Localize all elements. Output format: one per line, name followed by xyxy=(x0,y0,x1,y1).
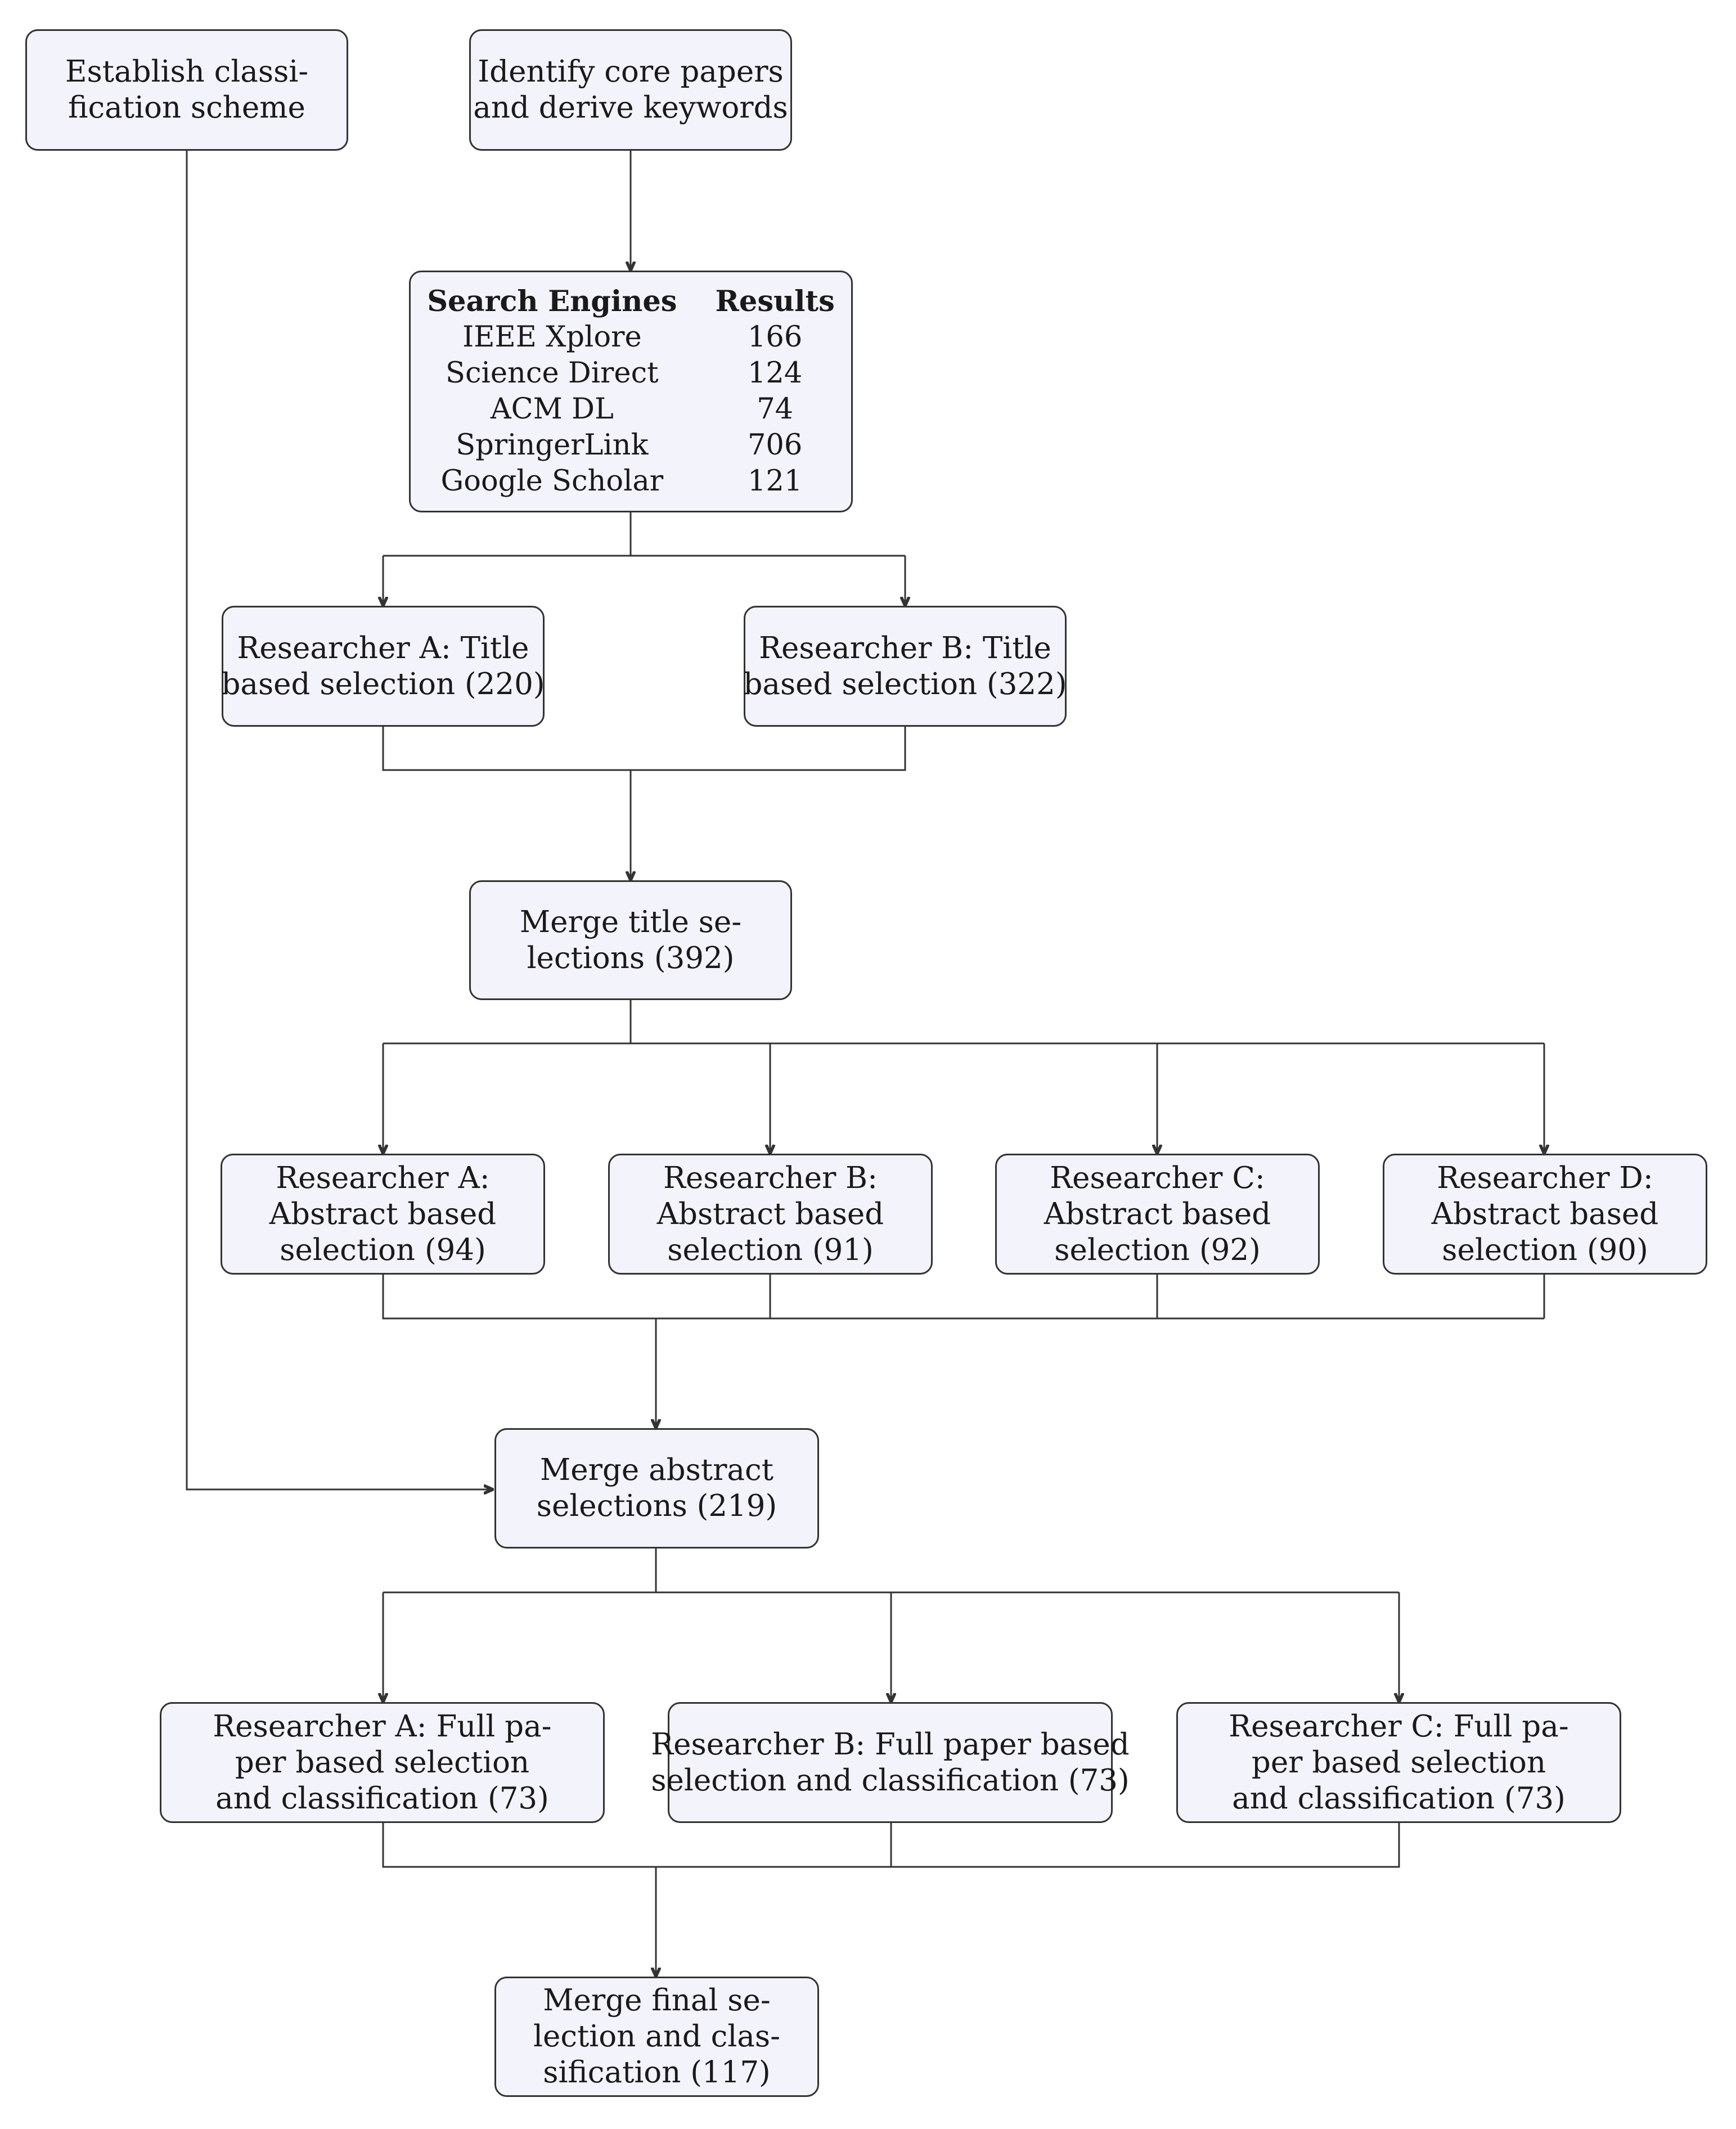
node-label-line: Merge abstract xyxy=(539,1453,774,1487)
node-label-line: Researcher C: Full pa- xyxy=(1229,1709,1569,1744)
node-label-line: per based selection xyxy=(1251,1745,1546,1780)
node-label-line: Merge final se- xyxy=(543,1983,771,2018)
node-label-line: per based selection xyxy=(235,1745,530,1780)
node-label-line: Researcher B: xyxy=(663,1160,878,1195)
node-full-paper-selection-a: Researcher A: Full pa-per based selectio… xyxy=(160,1702,605,1823)
edge-scheme-to-merge-abstract xyxy=(186,151,493,1489)
table-row: Science Direct 124 xyxy=(408,355,854,391)
node-label-line: fication scheme xyxy=(68,91,305,125)
node-label-line: and derive keywords xyxy=(473,91,788,125)
node-merge-final-selection: Merge final se-lection and clas-sificati… xyxy=(494,1977,819,2097)
table-row: Google Scholar 121 xyxy=(408,463,854,499)
search-engine-name: SpringerLink xyxy=(456,429,649,462)
node-label-line: Researcher D: xyxy=(1437,1160,1653,1195)
node-label-line: Researcher C: xyxy=(1050,1160,1265,1195)
node-label-line: Establish classi- xyxy=(65,55,309,89)
node-label-line: Abstract based xyxy=(656,1196,884,1231)
search-result-count: 166 xyxy=(747,321,803,354)
node-full-paper-selection-c: Researcher C: Full pa-per based selectio… xyxy=(1176,1702,1621,1823)
node-label-line: selection and classification (73) xyxy=(651,1763,1130,1798)
node-label-line: based selection (322) xyxy=(743,667,1067,701)
search-result-count: 706 xyxy=(747,429,803,462)
edge-title-join xyxy=(382,727,906,771)
node-label-line: Researcher A: Full pa- xyxy=(213,1709,552,1744)
search-engine-name: IEEE Xplore xyxy=(462,321,642,354)
node-label-line: lection and clas- xyxy=(533,2019,780,2054)
node-label-line: selection (92) xyxy=(1054,1232,1261,1267)
table-row: IEEE Xplore 166 xyxy=(408,319,854,355)
node-label-line: lections (392) xyxy=(527,940,735,975)
node-label-line: sification (117) xyxy=(543,2055,771,2090)
node-label-line: selection (94) xyxy=(280,1232,486,1267)
node-label-line: and classification (73) xyxy=(1232,1781,1566,1816)
header-search-engines: Search Engines xyxy=(427,285,677,318)
node-label-line: Researcher B: Full paper based xyxy=(651,1727,1130,1762)
edge-full-join xyxy=(382,1823,1400,1868)
node-label-line: Abstract based xyxy=(1044,1196,1271,1231)
node-label-line: Abstract based xyxy=(1431,1196,1659,1231)
edge-abs-join xyxy=(382,1275,1545,1320)
search-result-count: 121 xyxy=(747,465,803,498)
search-result-count: 74 xyxy=(757,393,794,426)
search-engine-name: Google Scholar xyxy=(440,465,664,498)
node-label-line: based selection (220) xyxy=(221,667,545,701)
search-engine-name: Science Direct xyxy=(446,357,659,390)
node-label-line: and classification (73) xyxy=(215,1781,549,1816)
node-label-line: Researcher A: Title xyxy=(237,631,529,665)
node-label-line: selection (90) xyxy=(1442,1232,1648,1267)
edge-search-split xyxy=(383,512,905,557)
node-establish-classification-scheme: Establish classi-fication scheme xyxy=(25,29,348,151)
node-label-line: selections (219) xyxy=(536,1489,777,1523)
search-engine-name: ACM DL xyxy=(490,393,614,426)
node-merge-title-selections: Merge title se-lections (392) xyxy=(469,880,792,1000)
node-label-line: Identify core papers xyxy=(478,55,784,89)
search-result-count: 124 xyxy=(747,357,803,390)
node-label-line: selection (91) xyxy=(667,1232,874,1267)
edge-merge-title-split xyxy=(383,1000,1544,1045)
table-header-row: Search Engines Results xyxy=(408,283,854,319)
node-label-line: Merge title se- xyxy=(519,904,742,939)
table-row: ACM DL 74 xyxy=(408,391,854,427)
node-label-line: Researcher A: xyxy=(276,1160,490,1195)
edge-merge-abs-split xyxy=(383,1549,1399,1594)
node-label-line: Abstract based xyxy=(269,1196,497,1231)
header-results: Results xyxy=(715,285,835,318)
node-label-line: Researcher B: Title xyxy=(759,631,1051,665)
table-row: SpringerLink 706 xyxy=(408,427,854,463)
